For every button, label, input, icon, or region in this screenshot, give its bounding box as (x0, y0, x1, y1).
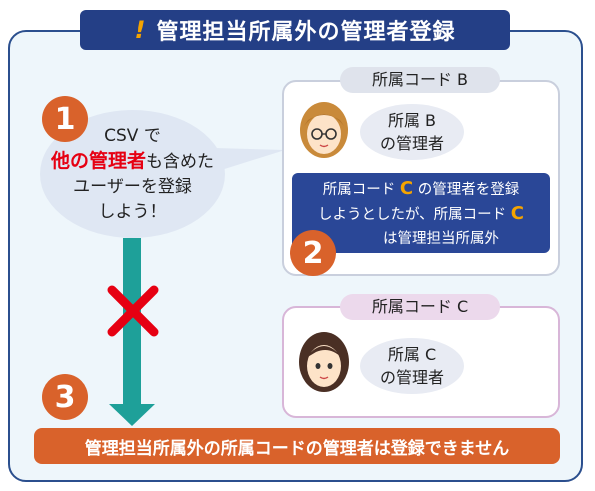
step1-line2: 他の管理者も含めた (40, 149, 225, 175)
flow-arrow-head (109, 404, 155, 426)
step-number-1: 1 (42, 96, 88, 142)
step-number-3: 3 (42, 374, 88, 420)
manager-b-line2: の管理者 (379, 134, 444, 153)
manager-b-avatar-icon (300, 102, 348, 158)
error-code-2: C (510, 203, 525, 224)
step1-text: CSV で 他の管理者も含めた ユーザーを登録 しよう！ (40, 124, 225, 225)
error-text-3: しようとしたが、所属コード (317, 207, 511, 223)
speech-bubble-tail-step1 (215, 148, 285, 172)
cross-icon (107, 285, 159, 337)
error-code-1: C (399, 178, 414, 199)
manager-b-bubble (360, 104, 464, 160)
group-c-label: 所属コード C (340, 294, 500, 320)
step1-line1: CSV で (104, 126, 161, 146)
page-title: 管理担当所属外の管理者登録 (156, 20, 456, 45)
step1-line2-rest: も含めた (146, 152, 214, 172)
error-text-1: 所属コード (322, 182, 400, 198)
step-number-2: 2 (290, 230, 336, 276)
title-banner: ! 管理担当所属外の管理者登録 (80, 10, 510, 50)
error-message-box: 所属コード C の管理者を登録 しようとしたが、所属コード C は管理担当所属外 (292, 173, 550, 253)
other-managers-emphasis: 他の管理者 (50, 150, 146, 172)
manager-c-line2: の管理者 (379, 368, 444, 387)
manager-b-line1: 所属 B (387, 111, 437, 130)
manager-b-text: 所属 B の管理者 (360, 109, 464, 155)
error-line3: は管理担当所属外 (292, 227, 550, 251)
step1-line4: しよう！ (98, 202, 167, 222)
exclamation-icon: ! (134, 16, 147, 44)
step1-line3: ユーザーを登録 (73, 177, 192, 197)
error-text-2: の管理者を登録 (413, 182, 520, 198)
manager-c-avatar-icon (299, 332, 349, 392)
manager-c-line1: 所属 C (387, 345, 437, 364)
error-line2: しようとしたが、所属コード C (292, 202, 550, 227)
group-b-label: 所属コード B (340, 67, 500, 93)
result-text: 管理担当所属外の所属コードの管理者は登録できません (84, 438, 510, 459)
result-banner: 管理担当所属外の所属コードの管理者は登録できません (34, 428, 560, 464)
manager-c-text: 所属 C の管理者 (360, 343, 464, 389)
error-line1: 所属コード C の管理者を登録 (292, 177, 550, 202)
manager-c-bubble (360, 338, 464, 394)
error-text-4: は管理担当所属外 (383, 231, 499, 247)
flow-arrow-shaft (123, 238, 141, 416)
